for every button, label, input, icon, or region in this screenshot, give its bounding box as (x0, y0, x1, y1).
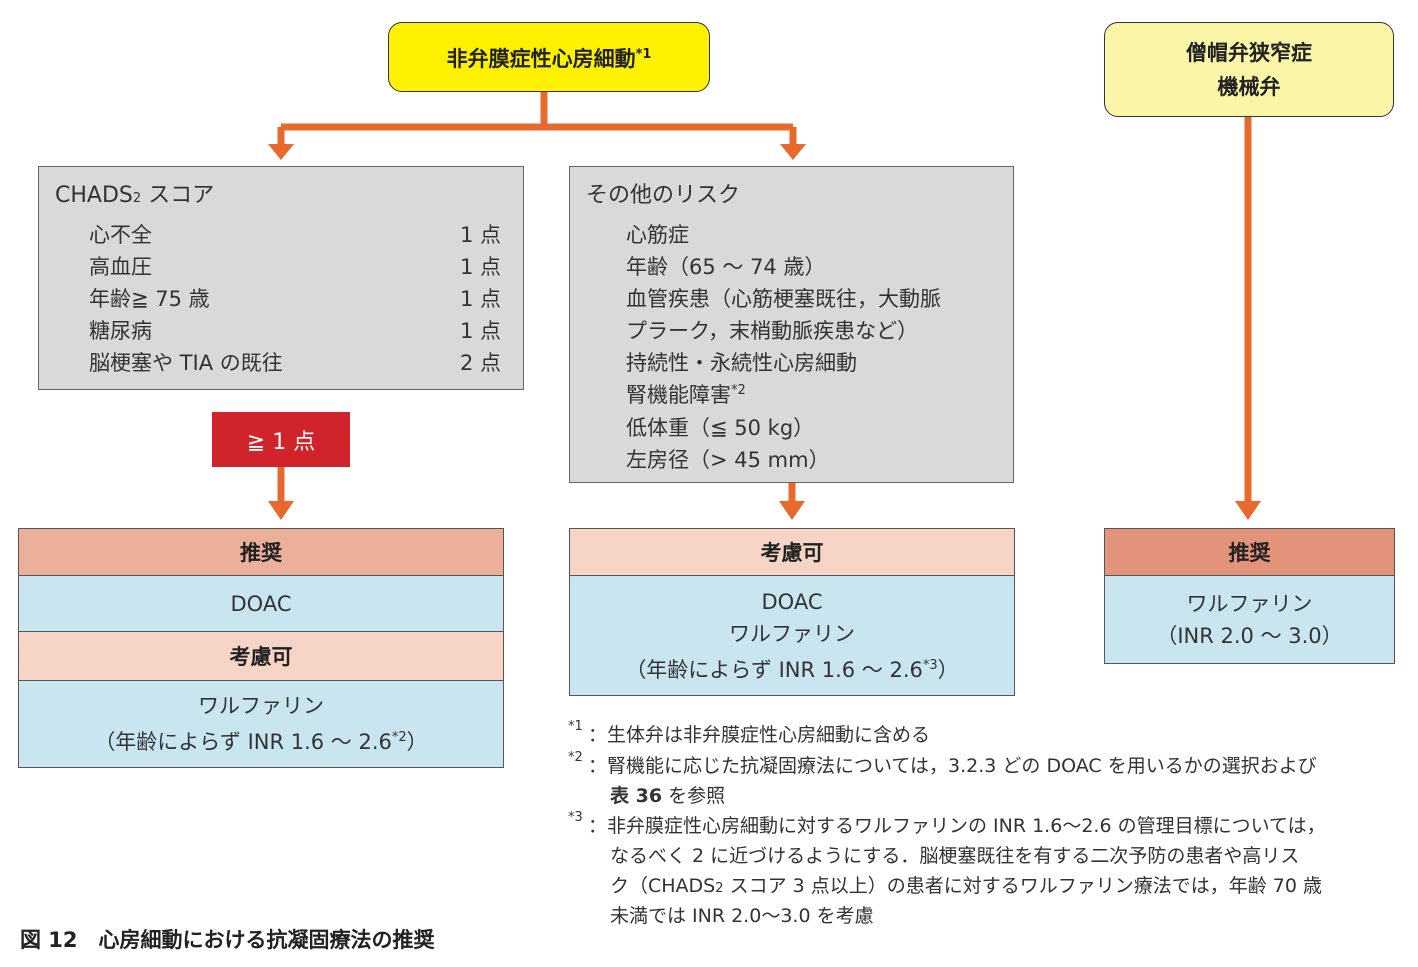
footnote-mark: *3 (568, 810, 583, 825)
warfarin-label: ワルファリン (198, 694, 324, 718)
figure-caption: 図 12 心房細動における抗凝固療法の推奨 (20, 928, 435, 952)
chads2-item-points: 2 点 (459, 351, 501, 375)
risk-item: プラーク，末梢動脈疾患など） (626, 319, 919, 343)
risk-item: 持続性・永続性心房細動 (626, 351, 857, 375)
risk-item: 腎機能障害*2 (626, 383, 746, 407)
footnote-mark: *1 (568, 719, 583, 734)
chads2-item-points: 1 点 (459, 223, 501, 247)
recommend-header-left: 推奨 (18, 528, 504, 576)
footnote-1: ：生体弁は非弁膜症性心房細動に含める (588, 724, 931, 746)
chads2-item-points: 1 点 (459, 319, 501, 343)
doac-label: DOAC (761, 589, 823, 614)
consider-header-left: 考慮可 (18, 631, 504, 681)
footnote-3-line2: なるべく 2 に近づけるようにする．脳梗塞既往を有する二次予防の患者や高リス (610, 845, 1300, 867)
risk-item: 年齢（65 ～ 74 歳） (626, 255, 826, 279)
consider-header-mid: 考慮可 (569, 528, 1015, 576)
valve-condition-box: 僧帽弁狭窄症 機械弁 (1104, 22, 1394, 117)
risk-item: 低体重（≦ 50 kg） (626, 416, 815, 440)
recommend-label: 推奨 (1228, 541, 1271, 565)
recommend-drug-left: DOAC (18, 575, 504, 632)
chads2-score-box: CHADS2 スコア 心不全 1 点 高血圧 1 点 年齢≧ 75 歳 1 点 … (38, 166, 524, 390)
recommend-header-right: 推奨 (1104, 528, 1395, 576)
chads2-item-label: 脳梗塞や TIA の既往 (89, 351, 283, 375)
warfarin-label: ワルファリン (1186, 591, 1313, 616)
footnote-2-cont: 表 36 を参照 (610, 785, 726, 807)
footnote-2: ：腎機能に応じた抗凝固療法については，3.2.3 どの DOAC を用いるかの選… (588, 755, 1317, 777)
inr-note: （年齢によらず INR 1.6 ～ 2.6*3） (625, 657, 959, 682)
chads2-item-points: 1 点 (459, 255, 501, 279)
risk-item: 心筋症 (626, 223, 689, 247)
afib-nonvalvular-label: 非弁膜症性心房細動*1 (446, 47, 652, 71)
threshold-badge: ≧ 1 点 (212, 412, 350, 467)
consider-drug-left: ワルファリン （年齢によらず INR 1.6 ～ 2.6*2） (18, 680, 504, 768)
recommend-label: 推奨 (240, 541, 282, 565)
chads2-item-label: 心不全 (89, 223, 152, 247)
footnote-3-line4: 未満では INR 2.0～3.0 を考慮 (610, 905, 874, 927)
chads2-item-label: 糖尿病 (89, 319, 152, 343)
footnote-3: ：非弁膜症性心房細動に対するワルファリンの INR 1.6～2.6 の管理目標に… (588, 815, 1326, 837)
other-risks-box: その他のリスク 心筋症 年齢（65 ～ 74 歳） 血管疾患（心筋梗塞既往，大動… (569, 166, 1014, 483)
risk-item: 左房径（> 45 mm） (626, 448, 830, 472)
footnotes: *1 ：生体弁は非弁膜症性心房細動に含める *2 ：腎機能に応じた抗凝固療法につ… (568, 719, 1408, 939)
consider-label: 考慮可 (229, 645, 293, 669)
afib-nonvalvular-box: 非弁膜症性心房細動*1 (388, 22, 710, 92)
warfarin-label: ワルファリン (729, 621, 855, 646)
footnote-3-line3: ク（CHADS2 スコア 3 点以上）の患者に対するワルファリン療法では，年齢 … (610, 875, 1322, 897)
inr-note: （INR 2.0 ～ 3.0） (1156, 623, 1343, 648)
chads2-item-label: 高血圧 (89, 255, 152, 279)
mitral-stenosis-label: 僧帽弁狭窄症 (1186, 40, 1312, 65)
inr-note: （年齢によらず INR 1.6 ～ 2.6*2） (94, 730, 428, 754)
chads2-item-points: 1 点 (459, 287, 501, 311)
recommend-drug-right: ワルファリン （INR 2.0 ～ 3.0） (1104, 575, 1395, 664)
risk-item: 血管疾患（心筋梗塞既往，大動脈 (626, 287, 941, 311)
chads2-item-label: 年齢≧ 75 歳 (89, 287, 210, 311)
doac-label: DOAC (230, 591, 292, 616)
other-risks-title: その他のリスク (586, 183, 741, 208)
consider-drug-mid: DOAC ワルファリン （年齢によらず INR 1.6 ～ 2.6*3） (569, 575, 1015, 696)
footnote-mark: *2 (568, 750, 583, 765)
threshold-label: ≧ 1 点 (246, 429, 316, 455)
mechanical-valve-label: 機械弁 (1217, 74, 1281, 99)
chads2-title: CHADS2 スコア (55, 183, 215, 208)
consider-label: 考慮可 (760, 541, 824, 565)
